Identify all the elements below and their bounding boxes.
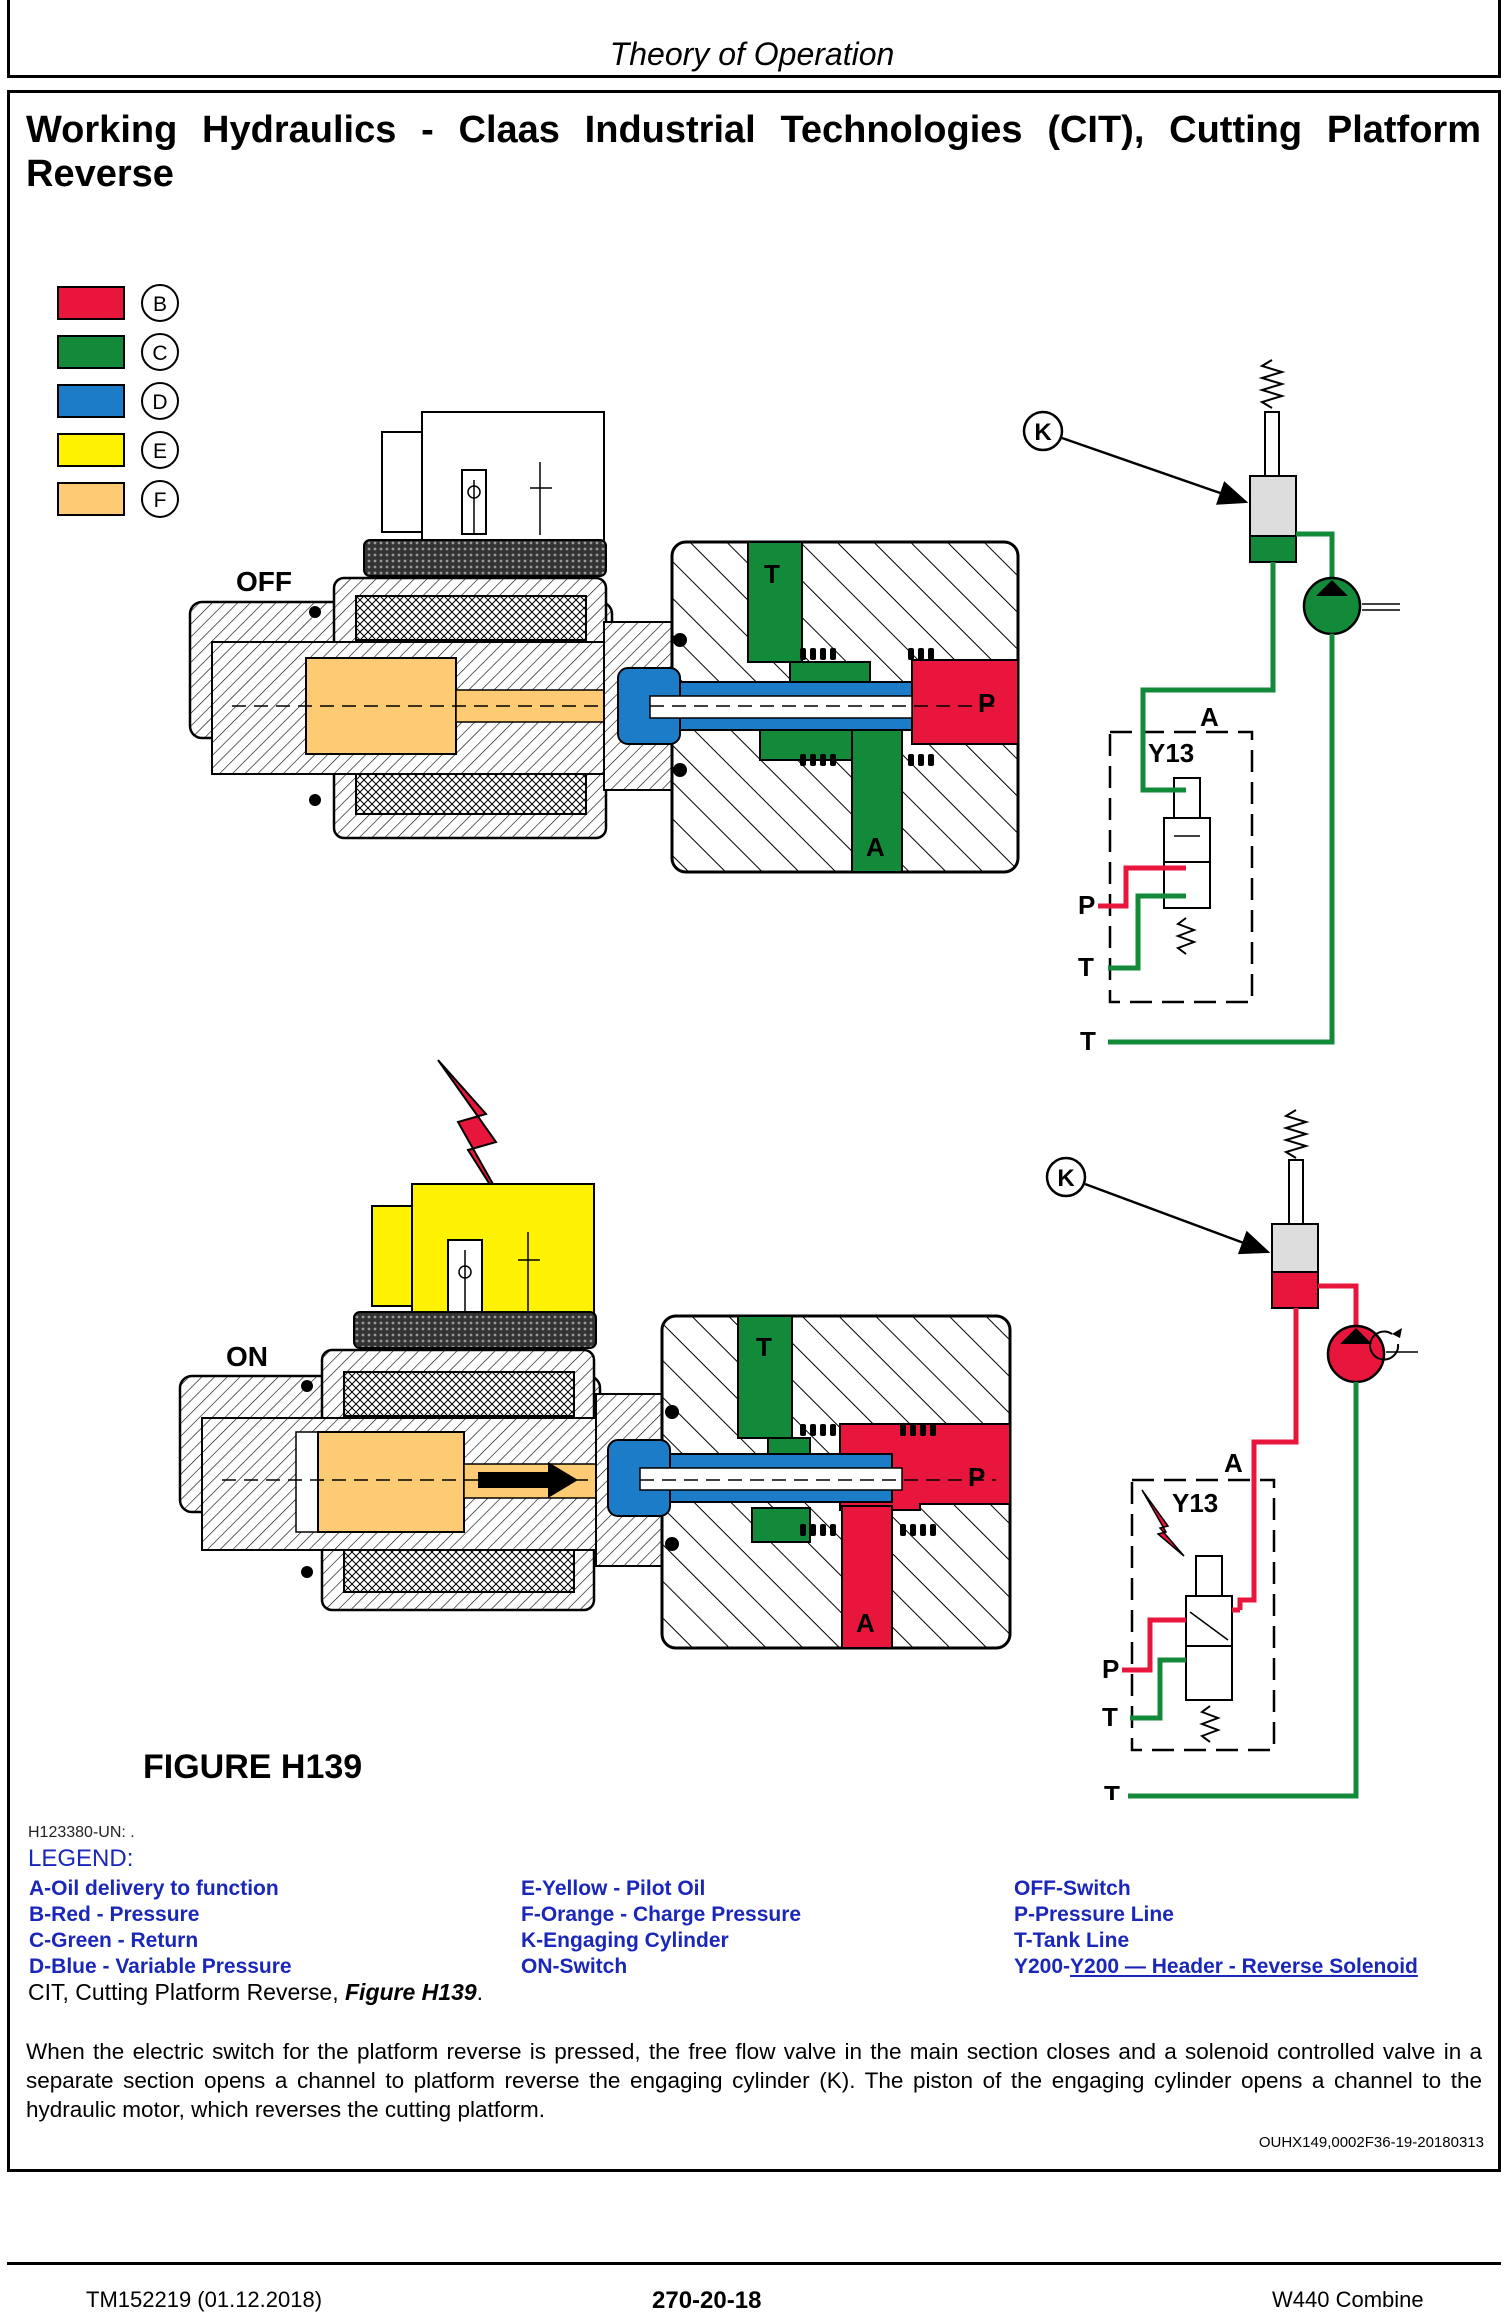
- on-port-a: A: [856, 1608, 875, 1638]
- legend-item: T-Tank Line: [1014, 1929, 1130, 1952]
- legend-column-3: OFF-Switch P-Pressure Line T-Tank Line Y…: [1014, 1876, 1418, 1980]
- legend-item-y200: Y200-Y200 — Header - Reverse Solenoid: [1014, 1954, 1418, 1980]
- swatch-c: [57, 335, 125, 369]
- label-off: OFF: [236, 566, 292, 597]
- schematic-off: K A Y13 P T T: [1022, 359, 1400, 1056]
- off-label-p: P: [1078, 890, 1095, 920]
- key-letter-e: E: [153, 440, 167, 463]
- key-letter-d: D: [152, 391, 167, 414]
- legend-item: F-Orange - Charge Pressure: [521, 1903, 802, 1926]
- legend-item: P-Pressure Line: [1014, 1903, 1174, 1926]
- y200-solenoid-link[interactable]: Y200 — Header - Reverse Solenoid: [1070, 1955, 1418, 1978]
- cylinder-k-off: [1249, 475, 1297, 545]
- caption-figure-ref: Figure H139: [345, 1979, 477, 2005]
- legend-item: K-Engaging Cylinder: [521, 1929, 729, 1952]
- off-label-t2: T: [1080, 1026, 1096, 1056]
- legend-column-2: E-Yellow - Pilot Oil F-Orange - Charge P…: [521, 1876, 801, 1980]
- key-letter-b: B: [153, 293, 167, 316]
- swatch-b: [57, 286, 125, 320]
- content-frame: [7, 90, 1501, 2172]
- legend-item: D-Blue - Variable Pressure: [29, 1955, 292, 1978]
- legend-item: C-Green - Return: [29, 1929, 199, 1952]
- swatch-d: [57, 384, 125, 418]
- on-label-p: P: [1102, 1654, 1119, 1684]
- off-label-t1: T: [1078, 952, 1094, 982]
- body-paragraph: When the electric switch for the platfor…: [26, 2039, 1482, 2122]
- page-header-title: Theory of Operation: [609, 36, 895, 72]
- key-letter-c: C: [152, 342, 167, 365]
- swatch-e: [57, 433, 125, 467]
- footer-page-number: 270-20-18: [652, 2287, 762, 2314]
- schematic-on: K A Y13 P T T: [1045, 1109, 1418, 1800]
- legend-y200-prefix: Y200-: [1014, 1955, 1071, 1978]
- caption-text: CIT, Cutting Platform Reverse,: [28, 1979, 345, 2005]
- valve-on: ON: [178, 1059, 1012, 1650]
- legend-item: ON-Switch: [521, 1955, 628, 1978]
- on-port-p: P: [968, 1462, 985, 1492]
- swatch-f: [57, 482, 125, 516]
- key-letter-f: F: [154, 489, 167, 512]
- document-reference: OUHX149,0002F36-19-20180313: [1258, 2134, 1484, 2151]
- footer-left: TM152219 (01.12.2018): [86, 2287, 323, 2312]
- legend-item: B-Red - Pressure: [29, 1903, 200, 1926]
- legend-column-1: A-Oil delivery to function B-Red - Press…: [29, 1876, 292, 1980]
- hydraulic-diagram: B C D E F OFF: [57, 284, 1418, 1800]
- on-label-k: K: [1057, 1165, 1075, 1192]
- off-port-p: P: [978, 688, 995, 718]
- page-header: [7, 0, 1501, 78]
- image-id: H123380-UN: .: [28, 1824, 135, 1841]
- on-label-a: A: [1224, 1448, 1243, 1478]
- off-port-t: T: [764, 559, 780, 589]
- figure-label: FIGURE H139: [143, 1748, 363, 1786]
- legend-item: OFF-Switch: [1014, 1877, 1131, 1900]
- caption-end: .: [476, 1979, 484, 2005]
- legend-heading: LEGEND:: [28, 1845, 134, 1872]
- off-port-a: A: [866, 832, 885, 862]
- footer-right: W440 Combine: [1272, 2287, 1424, 2312]
- footer-rule: [7, 2262, 1501, 2265]
- legend-item: E-Yellow - Pilot Oil: [521, 1877, 706, 1900]
- off-label-a: A: [1200, 702, 1219, 732]
- color-key: B C D E F: [57, 284, 179, 518]
- on-port-t: T: [756, 1332, 772, 1362]
- motion-arrow: [478, 1462, 578, 1498]
- off-label-k: K: [1034, 419, 1052, 446]
- on-label-t1: T: [1102, 1702, 1118, 1732]
- section-title: Working Hydraulics - Claas Industrial Te…: [26, 109, 1481, 195]
- figure-caption: CIT, Cutting Platform Reverse, Figure H1…: [28, 1979, 483, 2006]
- label-on: ON: [226, 1341, 268, 1372]
- armature-on: [317, 1431, 465, 1533]
- valve-off: OFF: [188, 411, 1020, 874]
- off-label-y13: Y13: [1148, 738, 1194, 768]
- on-label-y13: Y13: [1172, 1488, 1218, 1518]
- on-label-t2: T: [1104, 1780, 1120, 1800]
- legend-item: A-Oil delivery to function: [29, 1877, 279, 1900]
